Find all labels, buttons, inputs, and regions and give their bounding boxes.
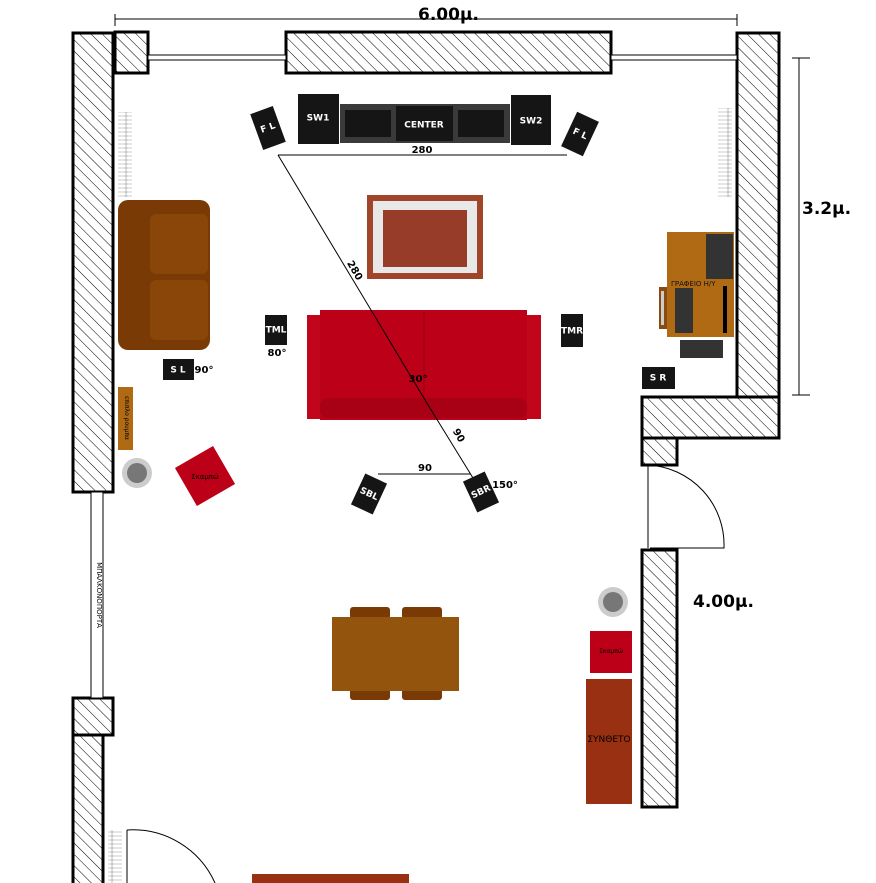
dining-table <box>332 607 459 700</box>
radiator-bottom <box>108 830 122 883</box>
stool-right-label: Σκαμπώ <box>599 648 623 655</box>
sr-label: S R <box>650 374 667 384</box>
small-cabinet: επιπλο ρουμπα <box>118 387 133 450</box>
surround-left-speaker[interactable]: S L <box>163 359 194 380</box>
right-upper-label: 3.2μ. <box>802 199 851 219</box>
stool-left-label: Σκαμπώ <box>191 473 219 481</box>
back-diagonal-label: 90 <box>450 427 467 445</box>
stool-right: Σκαμπώ <box>590 631 632 673</box>
top-middle-right-speaker[interactable]: TMR <box>561 314 583 347</box>
walls <box>71 30 781 883</box>
red-sofa <box>307 310 541 420</box>
fl-label: F L <box>259 121 277 136</box>
width-label: 6.00μ. <box>418 5 479 25</box>
tml-label: TML <box>266 326 287 336</box>
entry-door[interactable] <box>647 464 725 549</box>
sl-label: S L <box>170 366 186 376</box>
desk-label: ΓΡΑΦΕΙΟ Η/Υ <box>671 280 716 288</box>
wall-unit-label: ΣΥΝΘΕΤΟ <box>587 735 630 745</box>
plant-right <box>598 587 628 617</box>
surround-back-left-speaker[interactable]: SBL <box>350 473 388 515</box>
top-middle-left-speaker[interactable]: TML <box>265 315 287 345</box>
stool-left: Σκαμπώ <box>174 445 236 507</box>
cabinet-label: επιπλο ρουμπα <box>123 396 130 440</box>
plant-left <box>122 458 152 488</box>
tmr-label: TMR <box>561 327 583 337</box>
bottom-door[interactable] <box>126 829 216 883</box>
sbr-angle-label: 150° <box>492 480 518 491</box>
tml-angle-label: 80° <box>268 348 287 359</box>
balcony-door-label: ΜΠΑΛΚΟΝΟΠΟΡΤΑ <box>95 562 103 628</box>
width-dimension: 6.00μ. <box>114 5 738 26</box>
computer-desk: ΓΡΑΦΕΙΟ Η/Υ <box>659 232 734 358</box>
rug <box>367 195 483 279</box>
subwoofer-1[interactable]: SW1 <box>298 94 339 144</box>
surround-back-right-speaker[interactable]: SBR <box>462 471 500 513</box>
sw1-label: SW1 <box>307 114 330 124</box>
wall-unit: ΣΥΝΘΕΤΟ <box>586 679 632 804</box>
right-lower-label: 4.00μ. <box>693 592 754 612</box>
surround-right-speaker[interactable]: S R <box>642 367 675 389</box>
front-left-speaker[interactable]: F L <box>250 106 286 150</box>
radiator-right <box>718 108 732 197</box>
center-speaker-label: CENTER <box>404 121 444 131</box>
back-span-label: 90 <box>418 463 432 474</box>
front-right-speaker[interactable]: F L <box>561 111 599 157</box>
bottom-rug <box>252 874 409 883</box>
right-dimension: 3.2μ. <box>792 57 851 396</box>
tv-stand: CENTER <box>340 104 510 143</box>
subwoofer-2[interactable]: SW2 <box>511 95 551 145</box>
front-span-label: 280 <box>412 145 433 156</box>
listening-angle-label: 30° <box>409 374 428 385</box>
sl-angle-label: 90° <box>195 365 214 376</box>
radiator-left <box>118 112 132 197</box>
brown-armchair-sofa <box>118 200 210 350</box>
sw2-label: SW2 <box>520 117 543 127</box>
